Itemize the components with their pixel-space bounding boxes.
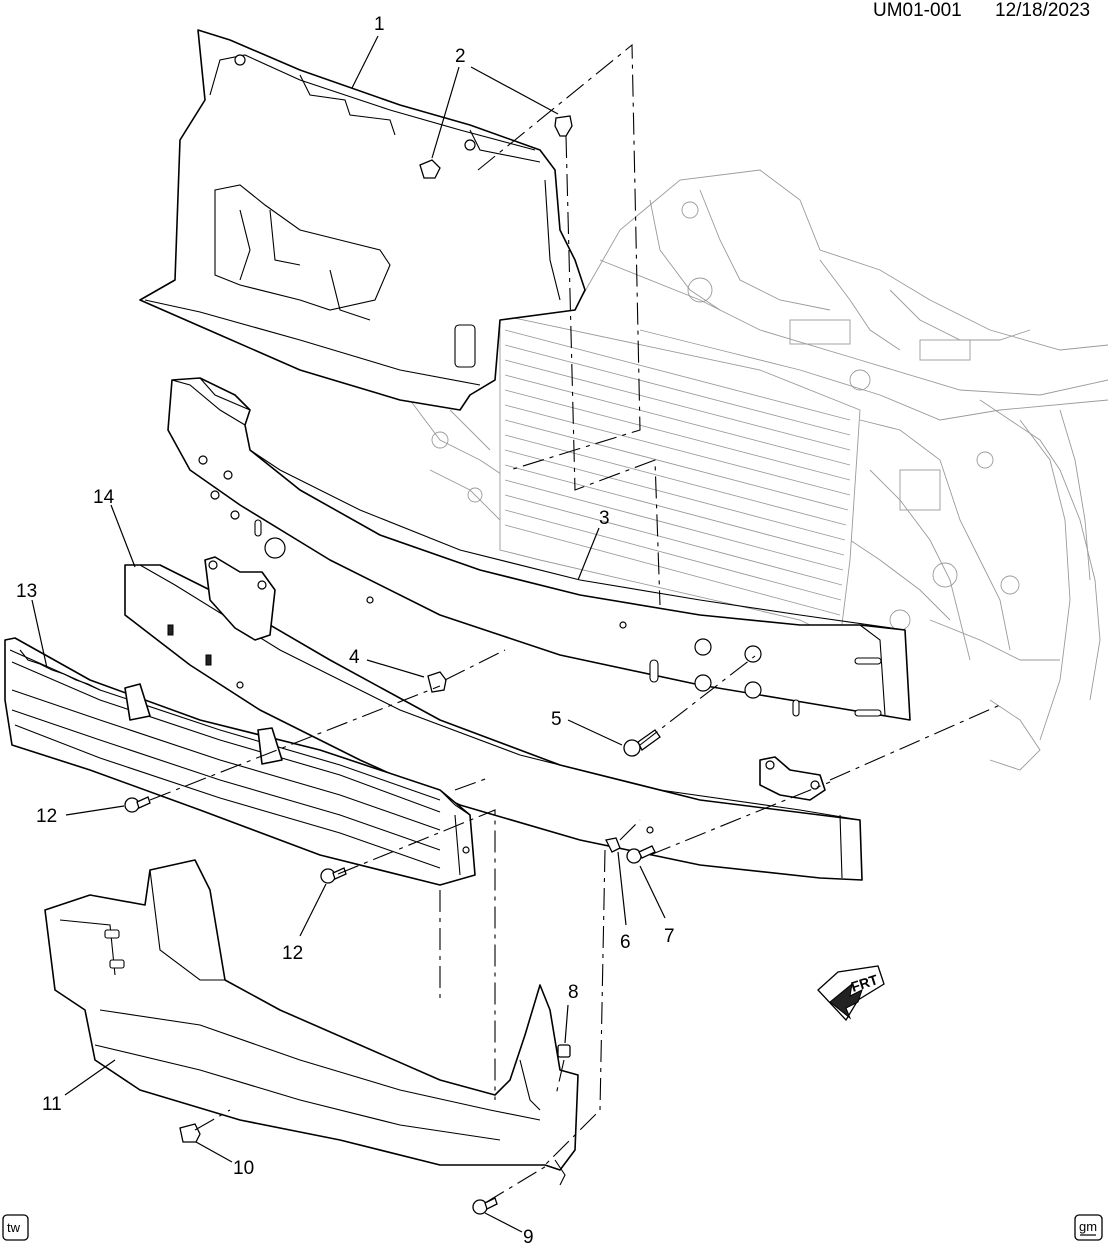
alignment-lines bbox=[149, 43, 1001, 1204]
callout-11: 11 bbox=[42, 1094, 62, 1115]
callout-10: 10 bbox=[233, 1158, 254, 1179]
gm-logo-badge: gm bbox=[1074, 1214, 1103, 1241]
front-arrow-icon bbox=[829, 982, 863, 1020]
diagram-date: 12/18/2023 bbox=[995, 0, 1090, 21]
callout-13: 13 bbox=[16, 581, 37, 602]
lower-deflector-part-11 bbox=[44, 859, 579, 1186]
clip-6 bbox=[605, 837, 621, 853]
leader-lines bbox=[31, 35, 666, 1233]
bolt-7 bbox=[626, 845, 656, 864]
callout-5: 5 bbox=[551, 709, 562, 730]
callout-8: 8 bbox=[568, 982, 579, 1003]
impact-bar-part-3 bbox=[167, 377, 911, 721]
engine-compartment-background bbox=[409, 169, 1108, 771]
callout-labels: 1 2 3 4 5 6 7 8 9 10 11 12 12 13 14 bbox=[16, 14, 675, 1246]
push-pin-10 bbox=[179, 1123, 201, 1143]
callout-14: 14 bbox=[93, 487, 115, 508]
callout-2: 2 bbox=[455, 46, 466, 67]
front-direction-indicator: FRT bbox=[817, 965, 885, 1022]
callout-12a: 12 bbox=[36, 806, 57, 827]
radiator-core-background bbox=[499, 314, 861, 641]
screw-12b bbox=[320, 867, 347, 884]
air-baffle-part-1 bbox=[139, 29, 586, 411]
nut-8 bbox=[557, 1044, 571, 1058]
clip-4 bbox=[427, 671, 447, 693]
svg-text:gm: gm bbox=[1079, 1219, 1097, 1234]
callout-4: 4 bbox=[349, 647, 360, 668]
energy-absorber-part-14 bbox=[124, 556, 863, 881]
callout-9: 9 bbox=[523, 1227, 534, 1246]
callout-1: 1 bbox=[374, 14, 385, 35]
callout-6: 6 bbox=[620, 932, 631, 953]
fasteners bbox=[124, 115, 661, 1215]
screw-12a bbox=[124, 796, 151, 813]
screw-9 bbox=[472, 1197, 498, 1215]
callout-12b: 12 bbox=[282, 943, 303, 964]
push-pin-2b bbox=[554, 115, 573, 137]
svg-text:tw: tw bbox=[7, 1220, 21, 1235]
callout-3: 3 bbox=[599, 508, 610, 529]
callout-7: 7 bbox=[664, 926, 675, 947]
tw-badge: tw bbox=[2, 1214, 29, 1241]
bolt-5 bbox=[623, 729, 661, 757]
push-pin-2a bbox=[419, 159, 441, 179]
diagram-id: UM01-001 bbox=[873, 0, 962, 21]
